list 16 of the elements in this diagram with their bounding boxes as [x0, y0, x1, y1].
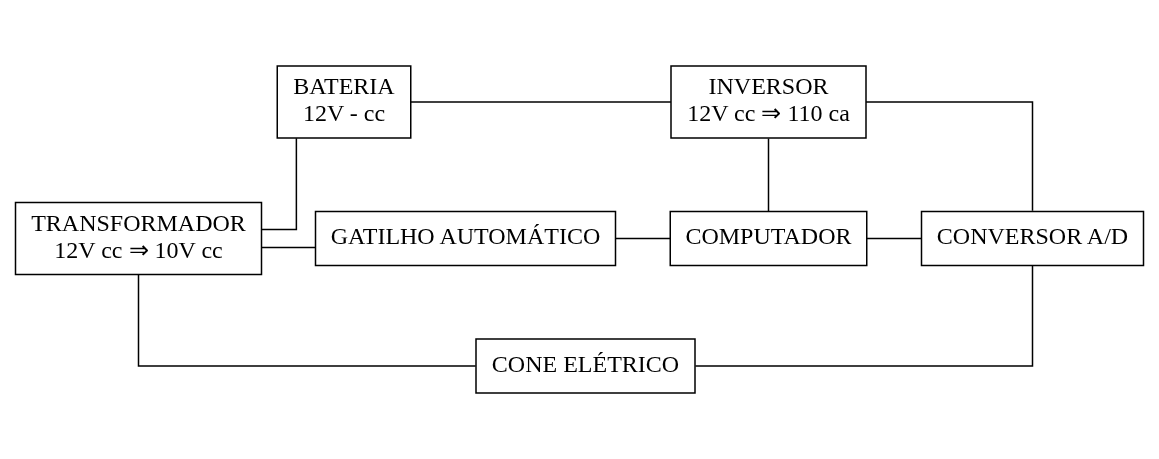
connector [694, 264, 1034, 367]
connector [865, 101, 1034, 212]
node-box: GATILHO AUTOMÁTICO [314, 210, 617, 267]
connector [767, 137, 770, 213]
connector [410, 101, 672, 103]
node-box: COMPUTADOR [669, 210, 868, 267]
connector [137, 273, 477, 367]
node-box: BATERIA 12V - cc [276, 65, 412, 139]
node-box: CONE ELÉTRICO [475, 338, 696, 394]
connector [614, 237, 671, 240]
connector [866, 237, 922, 240]
node-box: TRANSFORMADOR 12V cc ⇒ 10V cc [14, 201, 263, 276]
connector [260, 246, 317, 249]
node-box: CONVERSOR A/D [920, 210, 1145, 267]
node-box: INVERSOR 12V cc ⇒ 110 ca [670, 65, 867, 139]
connector [261, 137, 298, 231]
